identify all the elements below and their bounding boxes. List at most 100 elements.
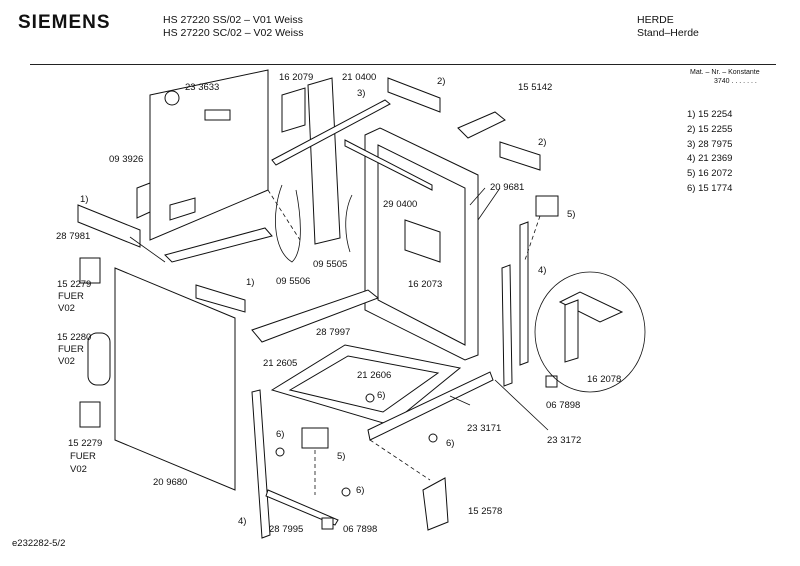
- footnote-label: 1): [246, 277, 254, 288]
- part-label: FUER: [70, 451, 96, 462]
- part-label: 21 0400: [342, 72, 376, 83]
- material-box-title: Mat. – Nr. – Konstante: [690, 69, 760, 76]
- brand-logo: SIEMENS: [18, 12, 111, 33]
- bracket-2-top: [387, 77, 441, 113]
- assembly-line: [524, 215, 541, 261]
- flat-152279-bottom: [79, 401, 101, 428]
- footnote-label: 5): [337, 451, 345, 462]
- part-label: 15 5142: [518, 82, 552, 93]
- part-label: 21 2606: [357, 370, 391, 381]
- crossbar-212605: [251, 289, 379, 343]
- flat-152279-top: [79, 257, 101, 284]
- part-label: 15 2578: [468, 506, 502, 517]
- leader-line: [129, 236, 166, 263]
- cable-095506: [275, 184, 301, 263]
- bracket-162078-leg: [564, 299, 579, 363]
- part-label: 23 3171: [467, 423, 501, 434]
- model-line-1: HS 27220 SS/02 – V01 Weiss: [163, 14, 303, 26]
- material-box-value: 3740 . . . . . . .: [714, 78, 757, 85]
- cylinder-152280: [87, 332, 111, 386]
- bracket-155142: [457, 111, 506, 139]
- model-line-2: HS 27220 SC/02 – V02 Weiss: [163, 27, 304, 39]
- support-162073: [404, 219, 441, 263]
- part-label: 09 3926: [109, 154, 143, 165]
- clip-5-bottom: [301, 427, 329, 449]
- cross-bar: [344, 139, 433, 191]
- part-label: 16 2078: [587, 374, 621, 385]
- clip-5-right: [535, 195, 559, 217]
- part-label: 06 7898: [343, 524, 377, 535]
- footnote-label: 6): [276, 429, 284, 440]
- footnote-label: 6): [356, 485, 364, 496]
- assembly-line: [267, 189, 301, 241]
- part-label: 15 2280: [57, 332, 91, 343]
- assembly-line: [369, 439, 431, 481]
- leader-line: [494, 379, 549, 431]
- document-code: e232282-5/2: [12, 538, 66, 549]
- bracket-1-left: [77, 204, 141, 248]
- screw-icon: [428, 433, 438, 443]
- legend-item: 5) 16 2072: [687, 168, 733, 180]
- part-label: 23 3172: [547, 435, 581, 446]
- footnote-label: 4): [238, 516, 246, 527]
- part-label: FUER: [58, 344, 84, 355]
- strip-4-right-b: [501, 264, 513, 387]
- bracket-1-mid: [195, 284, 246, 313]
- back-panel-hole: [164, 90, 180, 106]
- strip-4-bottom: [251, 389, 271, 539]
- part-label: 09 5505: [313, 259, 347, 270]
- screw-icon: [275, 447, 285, 457]
- part-label: 16 2079: [279, 72, 313, 83]
- category-line-2: Stand–Herde: [637, 27, 699, 39]
- legend-item: 3) 28 7975: [687, 138, 733, 150]
- material-box: Mat. – Nr. – Konstante 3740 . . . . . . …: [690, 68, 760, 86]
- legend-item: 2) 15 2255: [687, 123, 733, 135]
- part-label: 20 9680: [153, 477, 187, 488]
- leader-line: [469, 187, 486, 206]
- part-label: 28 7995: [269, 524, 303, 535]
- part-label: 15 2279: [68, 438, 102, 449]
- part-label: 06 7898: [546, 400, 580, 411]
- back-panel-slot: [204, 109, 231, 121]
- rear-rail: [307, 77, 341, 245]
- footnote-label: 5): [567, 209, 575, 220]
- legend-item: 1) 15 2254: [687, 109, 733, 120]
- footnote-label: 2): [437, 76, 445, 87]
- part-label: V02: [58, 303, 75, 314]
- part-label: 21 2605: [263, 358, 297, 369]
- part-label: 09 5506: [276, 276, 310, 287]
- leader-line: [449, 395, 471, 406]
- part-label: 28 7997: [316, 327, 350, 338]
- detail-ellipse: [534, 271, 646, 393]
- small-part-067898-right: [545, 375, 558, 388]
- part-label: V02: [70, 464, 87, 475]
- back-panel-cutout: [169, 197, 196, 221]
- part-label: V02: [58, 356, 75, 367]
- part-label: FUER: [58, 291, 84, 302]
- part-label: 29 0400: [383, 199, 417, 210]
- bar-233171: [367, 371, 494, 441]
- category-line-1: HERDE: [637, 14, 674, 26]
- footnote-label: 6): [446, 438, 454, 449]
- bottom-frame-inner: [288, 355, 440, 413]
- footnote-label: 3): [357, 88, 365, 99]
- footnote-legend: 1) 15 2254 2) 15 2255 3) 28 7975 4) 21 2…: [687, 108, 732, 197]
- part-label: 15 2279: [57, 279, 91, 290]
- legend-item: 6) 15 1774: [687, 182, 733, 194]
- part-label: 23 3633: [185, 82, 219, 93]
- cable-095505: [345, 194, 353, 253]
- screw-icon: [365, 393, 375, 403]
- front-top-bar: [164, 227, 273, 263]
- foot-bar-287995: [265, 489, 339, 526]
- strip-4-right-a: [519, 221, 529, 366]
- screw-icon: [341, 487, 351, 497]
- footnote-label: 6): [377, 390, 385, 401]
- footnote-label: 1): [80, 194, 88, 205]
- legend-item: 4) 21 2369: [687, 153, 733, 165]
- back-panel-connector: [136, 182, 151, 219]
- header-divider: [30, 64, 776, 65]
- small-part-067898-bottom: [321, 517, 334, 530]
- foot-152578: [422, 477, 449, 531]
- footnote-label: 4): [538, 265, 546, 276]
- footnote-label: 2): [538, 137, 546, 148]
